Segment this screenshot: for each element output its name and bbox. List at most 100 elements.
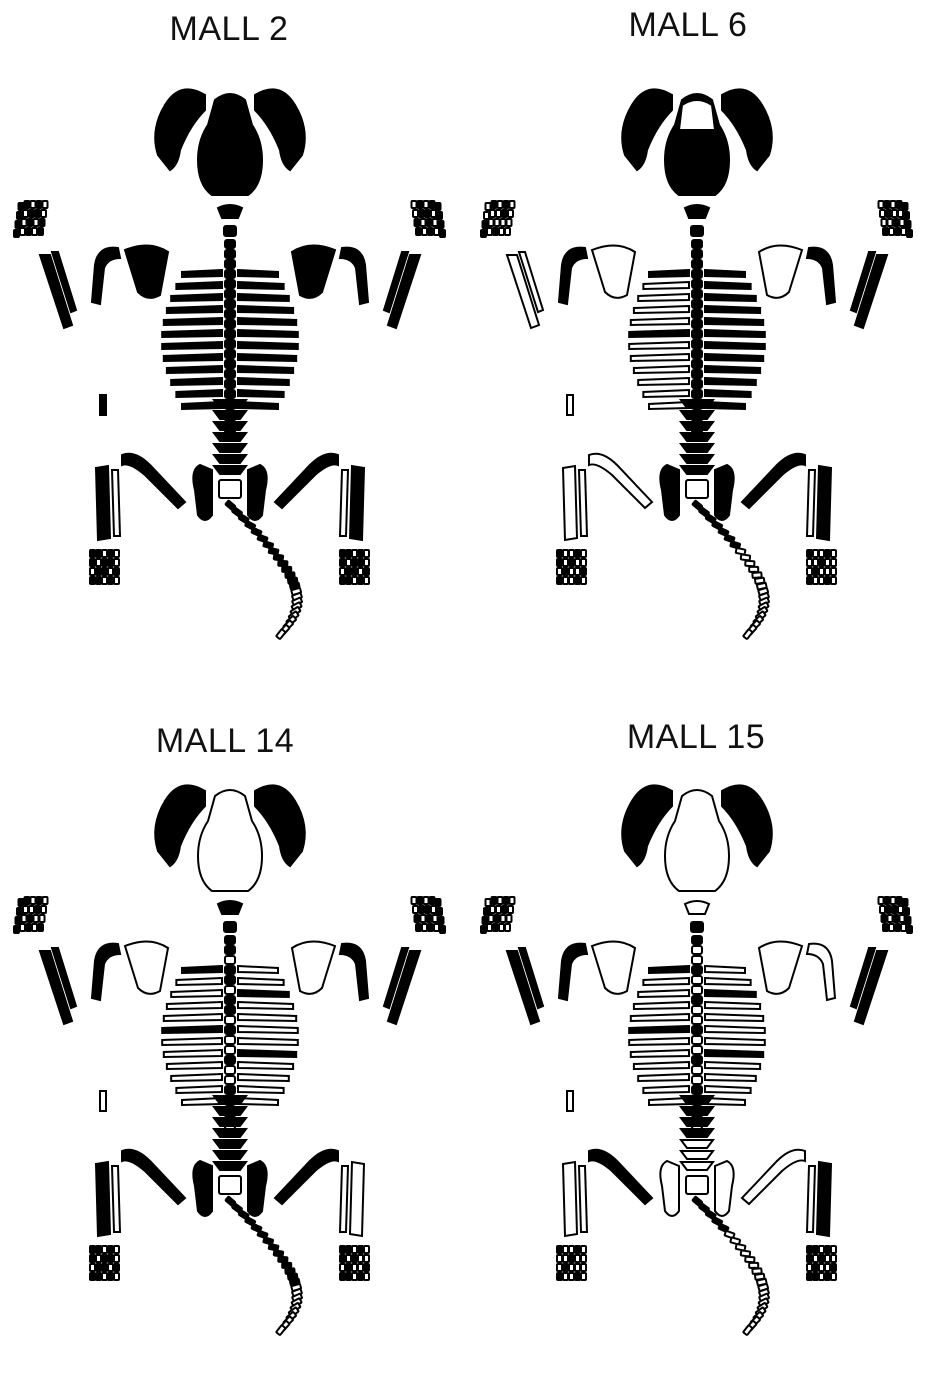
manus-left-bone xyxy=(496,906,501,913)
manus-right-bone xyxy=(894,915,899,922)
lumbar-vertebra xyxy=(214,1118,246,1126)
manus-left-bone xyxy=(17,212,22,219)
rib-left xyxy=(162,330,222,337)
pes-right-bone xyxy=(358,1273,363,1280)
rib-right xyxy=(705,342,765,349)
manus-right-bone xyxy=(895,924,900,931)
manus-left-bone xyxy=(498,201,503,208)
manus-left-bone xyxy=(14,926,19,933)
manus-right-bone xyxy=(907,926,912,933)
pes-left-bone xyxy=(557,1246,562,1253)
pes-left-bone xyxy=(102,1273,107,1280)
manus-left-bone xyxy=(25,897,30,904)
rib-left xyxy=(643,282,689,289)
manus-left-bone xyxy=(495,915,500,922)
pes-right-bone xyxy=(819,1273,824,1280)
manus-right-bone xyxy=(421,219,426,226)
lumbar-vertebra xyxy=(214,466,246,474)
thoracic-vertebra xyxy=(225,1076,235,1084)
manus-left-bone xyxy=(31,201,36,208)
pes-left-bone xyxy=(557,568,562,575)
rib-left xyxy=(629,330,689,337)
pes-right-bone xyxy=(813,550,818,557)
pes-right-bone xyxy=(831,1264,836,1271)
manus-right-bone xyxy=(882,915,887,922)
rib-left xyxy=(634,1002,689,1009)
manus-right-bone xyxy=(436,203,441,210)
caudal-vertebra xyxy=(274,1250,284,1256)
rib-left xyxy=(631,354,689,361)
manus-left-bone xyxy=(22,915,27,922)
manus-right-bone xyxy=(885,201,890,208)
lumbar-vertebra xyxy=(214,422,246,430)
pes-right-bone xyxy=(364,559,369,566)
manus-right-bone xyxy=(888,915,893,922)
pelvis-right xyxy=(248,1161,267,1216)
manus-left-bone xyxy=(483,221,488,228)
pes-left-bone xyxy=(114,1246,119,1253)
rib-left xyxy=(629,1038,689,1045)
thoracic-vertebra xyxy=(692,240,702,248)
pes-right-bone xyxy=(831,1246,836,1253)
thoracic-vertebra xyxy=(225,260,235,268)
pes-right-bone xyxy=(807,550,812,557)
femur-left xyxy=(589,1150,652,1204)
rib-right xyxy=(705,318,763,325)
tibia-left xyxy=(96,1162,110,1236)
pes-left-bone xyxy=(96,1246,101,1253)
pes-right-bone xyxy=(831,550,836,557)
rib-right xyxy=(238,1038,298,1045)
thoracic-vertebra xyxy=(225,976,235,984)
pes-right-bone xyxy=(340,568,345,575)
pes-right-bone xyxy=(813,559,818,566)
thoracic-vertebra xyxy=(692,370,702,378)
pes-right-bone xyxy=(346,1273,351,1280)
pes-right-bone xyxy=(807,577,812,584)
rib-left xyxy=(638,294,689,301)
rib-right xyxy=(238,294,289,301)
hyoid xyxy=(218,901,242,914)
pes-right-bone xyxy=(346,1246,351,1253)
manus-right-bone xyxy=(412,897,417,904)
manus-left-bone xyxy=(38,228,43,235)
rib-left xyxy=(649,966,689,973)
pes-left-bone xyxy=(581,1246,586,1253)
lumbar-vertebra xyxy=(681,1096,713,1104)
caudal-vertebra xyxy=(285,1268,294,1274)
manus-left-bone xyxy=(40,915,45,922)
manus-right-bone xyxy=(415,915,420,922)
pes-right-bone xyxy=(831,559,836,566)
pes-left-bone xyxy=(114,577,119,584)
manus-right-bone xyxy=(891,897,896,904)
lumbar-vertebra xyxy=(681,433,713,441)
caudal-vertebra xyxy=(745,1257,754,1263)
atlas xyxy=(691,226,703,236)
lumbar-vertebra xyxy=(214,1107,246,1115)
manus-left-bone xyxy=(34,915,39,922)
manus-left-bone xyxy=(501,219,506,226)
sacrum xyxy=(219,480,241,498)
thoracic-vertebra xyxy=(692,320,702,328)
pes-right-bone xyxy=(813,1264,818,1271)
manus-left-bone xyxy=(504,201,509,208)
rib-left xyxy=(638,1074,689,1081)
manus-right-bone xyxy=(440,230,445,237)
pes-left-bone xyxy=(102,1264,107,1271)
manus-left-bone xyxy=(19,203,24,210)
manus-left-bone xyxy=(487,228,492,235)
skeleton-diagram xyxy=(467,766,933,1386)
pes-left-bone xyxy=(581,1273,586,1280)
thoracic-vertebra xyxy=(692,1026,702,1034)
rib-right xyxy=(238,354,296,361)
thoracic-vertebra xyxy=(225,390,235,398)
manus-left-bone xyxy=(504,897,509,904)
rib-right xyxy=(238,306,293,313)
manus-right-bone xyxy=(883,924,888,931)
manus-right-bone xyxy=(901,924,906,931)
rib-left xyxy=(162,1038,222,1045)
hyoid xyxy=(685,901,709,914)
rib-left xyxy=(631,318,689,325)
rib-right xyxy=(238,978,284,985)
pes-left-bone xyxy=(569,1264,574,1271)
manus-left-bone xyxy=(510,201,515,208)
